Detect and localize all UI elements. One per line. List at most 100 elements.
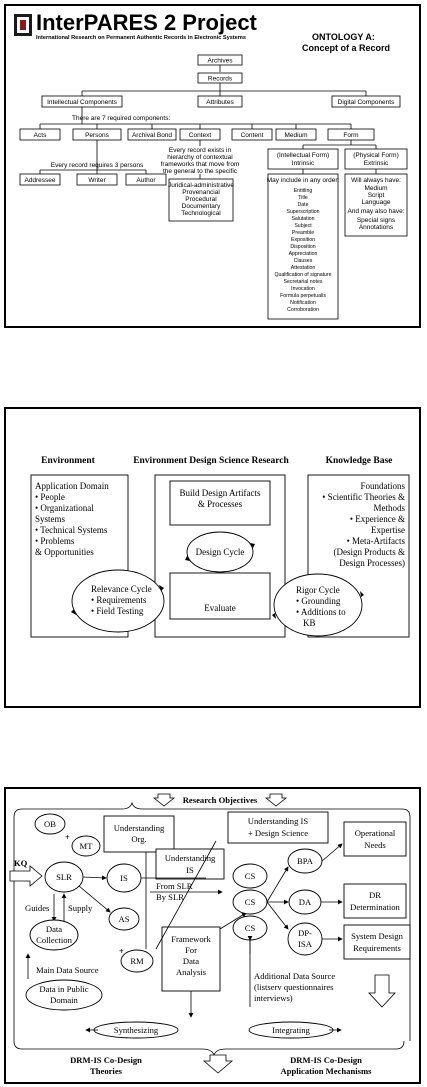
svg-text:Analysis: Analysis <box>176 967 207 977</box>
records-box: Records <box>197 72 243 84</box>
intrinsic-element: Notification <box>290 300 316 306</box>
by-slr-label: By SLR <box>156 892 184 902</box>
operational-needs-box: Operational Needs <box>343 821 407 857</box>
intrinsic-element: Entitling <box>294 188 313 194</box>
intrinsic-elements-box: May include in any order: <box>267 173 340 320</box>
svg-text:Acts: Acts <box>34 132 47 139</box>
supply-label: Supply <box>68 903 93 913</box>
svg-text:Content: Content <box>241 132 264 139</box>
svg-text:Attributes: Attributes <box>206 99 234 106</box>
dp-isa-node: DP- ISA <box>287 922 323 956</box>
svg-text:the general to the specific: the general to the specific <box>163 168 238 175</box>
svg-text:& Processes: & Processes <box>198 499 243 509</box>
data-collection-node: Data Collection <box>29 919 79 951</box>
svg-text:IS: IS <box>186 865 194 875</box>
svg-text:Data in Public: Data in Public <box>39 984 88 994</box>
attributes-box: Attributes <box>197 95 243 108</box>
svg-text:Provenancial: Provenancial <box>182 189 220 196</box>
intrinsic-element: Attestation <box>291 265 316 271</box>
down-arrow-icon <box>264 793 288 807</box>
bottom-bracket <box>13 1040 405 1057</box>
understanding-is-box: Understanding IS <box>155 848 225 880</box>
as-node: AS <box>108 907 140 931</box>
svg-text:And may also have:: And may also have: <box>347 208 404 215</box>
svg-text:Archival Bond: Archival Bond <box>132 132 172 139</box>
svg-text:Every record exists in: Every record exists in <box>169 147 232 154</box>
understanding-is-ds-box: Understanding IS + Design Science <box>227 811 329 844</box>
svg-text:BPA: BPA <box>297 856 314 866</box>
svg-text:• Problems: • Problems <box>35 536 75 546</box>
svg-text:Language: Language <box>362 199 391 206</box>
design-science-diagram: Environment Environment Design Science R… <box>30 456 410 638</box>
svg-text:Expertise: Expertise <box>371 525 405 535</box>
svg-text:Extrinsic: Extrinsic <box>364 160 389 167</box>
svg-text:SLR: SLR <box>56 872 72 882</box>
svg-text:OB: OB <box>44 819 56 829</box>
persons-box: Persons <box>72 128 122 141</box>
persons-note: Every record requires 3 persons <box>51 162 144 169</box>
svg-text:Digital Components: Digital Components <box>338 99 395 106</box>
kq-arrow-icon <box>9 865 43 887</box>
svg-text:Synthesizing: Synthesizing <box>114 1025 159 1035</box>
svg-text:May include in any order:: May include in any order: <box>267 177 340 184</box>
understanding-org-box: Understanding Org. <box>103 815 175 853</box>
svg-text:Archives: Archives <box>208 58 234 65</box>
intrinsic-element: Subject <box>294 223 312 229</box>
svg-text:Understanding: Understanding <box>165 853 216 863</box>
svg-text:(Design Products &: (Design Products & <box>334 547 406 557</box>
svg-text:Application Domain: Application Domain <box>35 481 109 491</box>
svg-text:Persons: Persons <box>85 132 110 139</box>
knowledge-base-heading: Knowledge Base <box>326 456 393 466</box>
svg-text:Design Cycle: Design Cycle <box>196 547 245 557</box>
svg-text:Domain: Domain <box>50 995 78 1005</box>
svg-text:System Design: System Design <box>351 931 404 941</box>
intrinsic-element: Exposition <box>291 237 315 243</box>
svg-text:Documentary: Documentary <box>182 203 221 210</box>
svg-text:Research Objectives: Research Objectives <box>183 795 258 805</box>
archival-bond-box: Archival Bond <box>127 128 177 141</box>
ontology-subheading: Concept of a Record <box>302 43 390 53</box>
intrinsic-elements-list: EntitlingTitleDateSuperscriptionSalutati… <box>274 188 331 313</box>
additional-data-source: Additional Data Source (listserv questio… <box>247 936 335 1007</box>
down-arrow-icon <box>152 793 176 807</box>
kq-label: KQ <box>14 858 28 868</box>
environment-heading: Environment <box>41 456 96 466</box>
svg-text:Collection: Collection <box>36 935 73 945</box>
svg-text:CS: CS <box>245 871 256 881</box>
integrating-node: Integrating <box>248 1021 334 1039</box>
svg-text:• Requirements: • Requirements <box>91 595 147 605</box>
extrinsic-elements-box: Will always have: Medium Script Language… <box>344 173 408 237</box>
build-artifacts-box: Build Design Artifacts & Processes <box>169 480 271 526</box>
svg-text:Design Processes): Design Processes) <box>339 558 405 568</box>
svg-text:Intellectual Components: Intellectual Components <box>47 99 117 106</box>
svg-text:Script: Script <box>368 192 385 199</box>
intrinsic-element: Appreciation <box>289 251 318 257</box>
drm-is-diagram: Research Objectives OB + MT Understandin… <box>9 793 411 1076</box>
dr-determination-box: DR Determination <box>343 883 407 919</box>
slr-node: SLR <box>44 861 84 893</box>
design-science-figure: Environment Environment Design Science R… <box>4 407 421 708</box>
svg-text:Relevance Cycle: Relevance Cycle <box>91 584 152 594</box>
svg-text:(Intellectual Form): (Intellectual Form) <box>277 152 329 159</box>
context-note: Every record exists in hierarchy of cont… <box>161 147 240 175</box>
svg-text:KB: KB <box>303 618 316 628</box>
relevance-cycle: Relevance Cycle • Requirements • Field T… <box>71 569 165 633</box>
svg-text:DA: DA <box>299 897 312 907</box>
svg-text:Juridical-administrative: Juridical-administrative <box>168 182 234 189</box>
plus-icon: + <box>65 832 70 842</box>
svg-text:RM: RM <box>130 956 144 966</box>
svg-text:IS: IS <box>120 873 128 883</box>
archives-box: Archives <box>197 54 243 66</box>
svg-text:• Experience &: • Experience & <box>350 514 405 524</box>
main-data-source-label: Main Data Source <box>36 965 99 975</box>
logo-title: InterPARES 2 Project <box>36 10 258 35</box>
svg-text:Evaluate: Evaluate <box>204 603 235 613</box>
from-slr-label: From SLR <box>156 881 193 891</box>
svg-text:Needs: Needs <box>364 840 386 850</box>
svg-text:• Meta-Artifacts: • Meta-Artifacts <box>347 536 406 546</box>
required-components-note: There are 7 required components: <box>72 115 170 122</box>
intrinsic-element: Secretarial notes <box>284 279 323 285</box>
down-arrow-icon <box>202 1054 234 1074</box>
intrinsic-element: Title <box>298 195 308 201</box>
plus-icon: + <box>119 946 124 956</box>
